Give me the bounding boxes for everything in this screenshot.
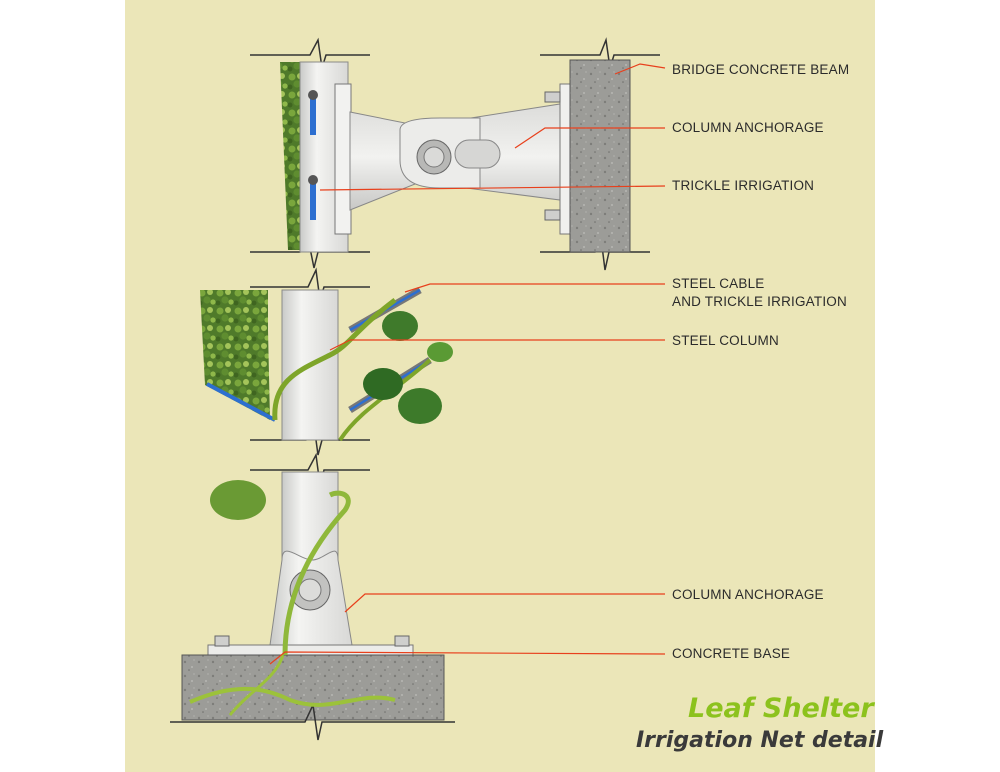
- column-anchorage-top-label: COLUMN ANCHORAGE: [672, 120, 824, 135]
- bridge-concrete-beam-label: BRIDGE CONCRETE BEAM: [672, 62, 850, 77]
- concrete-base-label: CONCRETE BASE: [672, 646, 791, 661]
- irrigation-net-subtitle: Irrigation Net detail: [636, 728, 884, 753]
- steel-cable-label-line1: STEEL CABLE: [672, 276, 765, 291]
- steel-column-label: STEEL COLUMN: [672, 333, 779, 348]
- middle-section: [200, 267, 453, 456]
- leader-lines: [269, 63, 666, 665]
- bottom-section: [170, 452, 455, 741]
- top-section: [250, 37, 660, 271]
- steel-cable-label-line2: AND TRICKLE IRRIGATION: [672, 294, 847, 309]
- column-anchorage-bottom-label: COLUMN ANCHORAGE: [672, 587, 824, 602]
- trickle-irrigation-label: TRICKLE IRRIGATION: [672, 178, 815, 193]
- leaf-shelter-title: Leaf Shelter: [688, 693, 874, 724]
